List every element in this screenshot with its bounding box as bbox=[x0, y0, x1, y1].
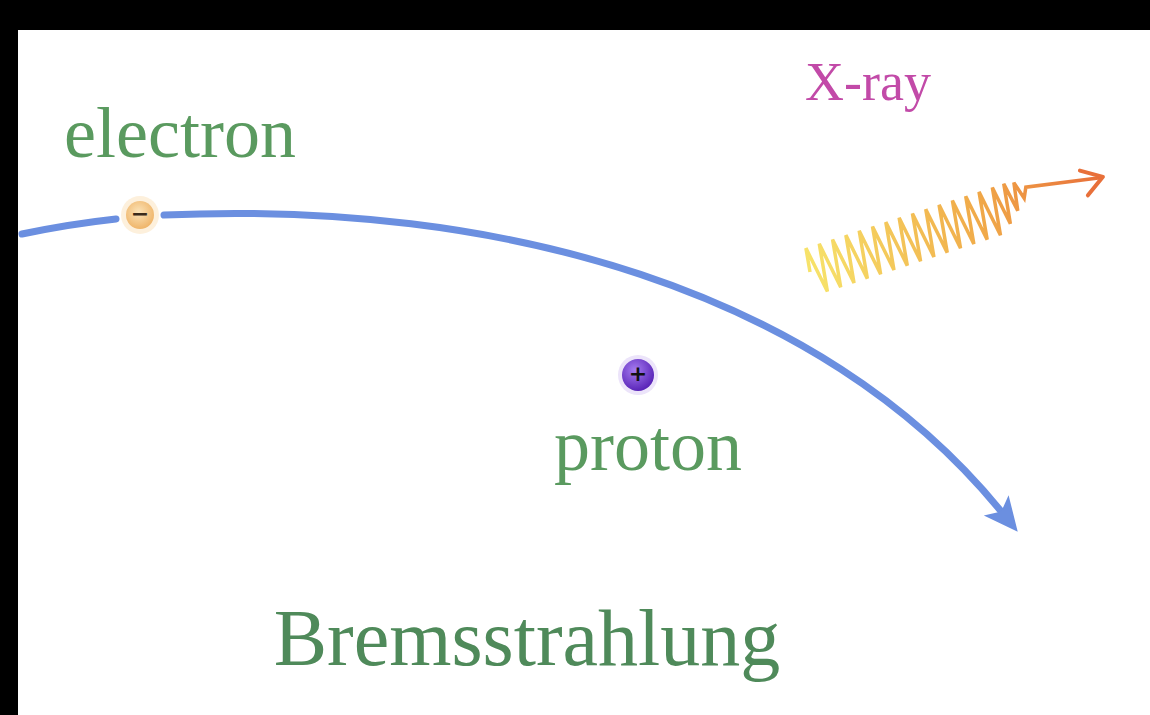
particle-label: proton bbox=[554, 410, 742, 482]
caption: Bremsstrahlung bbox=[274, 598, 781, 678]
electron-particle bbox=[126, 201, 154, 229]
proton-particle bbox=[622, 359, 654, 391]
proton-glow bbox=[618, 355, 658, 395]
electron-glow bbox=[121, 196, 159, 234]
charge-symbol: − bbox=[131, 203, 149, 225]
particle-label: electron bbox=[64, 97, 296, 169]
electron-path bbox=[22, 219, 116, 234]
charge-symbol: + bbox=[629, 363, 647, 385]
xray-wave bbox=[803, 154, 1111, 295]
electron-path bbox=[164, 213, 1000, 510]
radiation-label: X-ray bbox=[805, 55, 931, 109]
